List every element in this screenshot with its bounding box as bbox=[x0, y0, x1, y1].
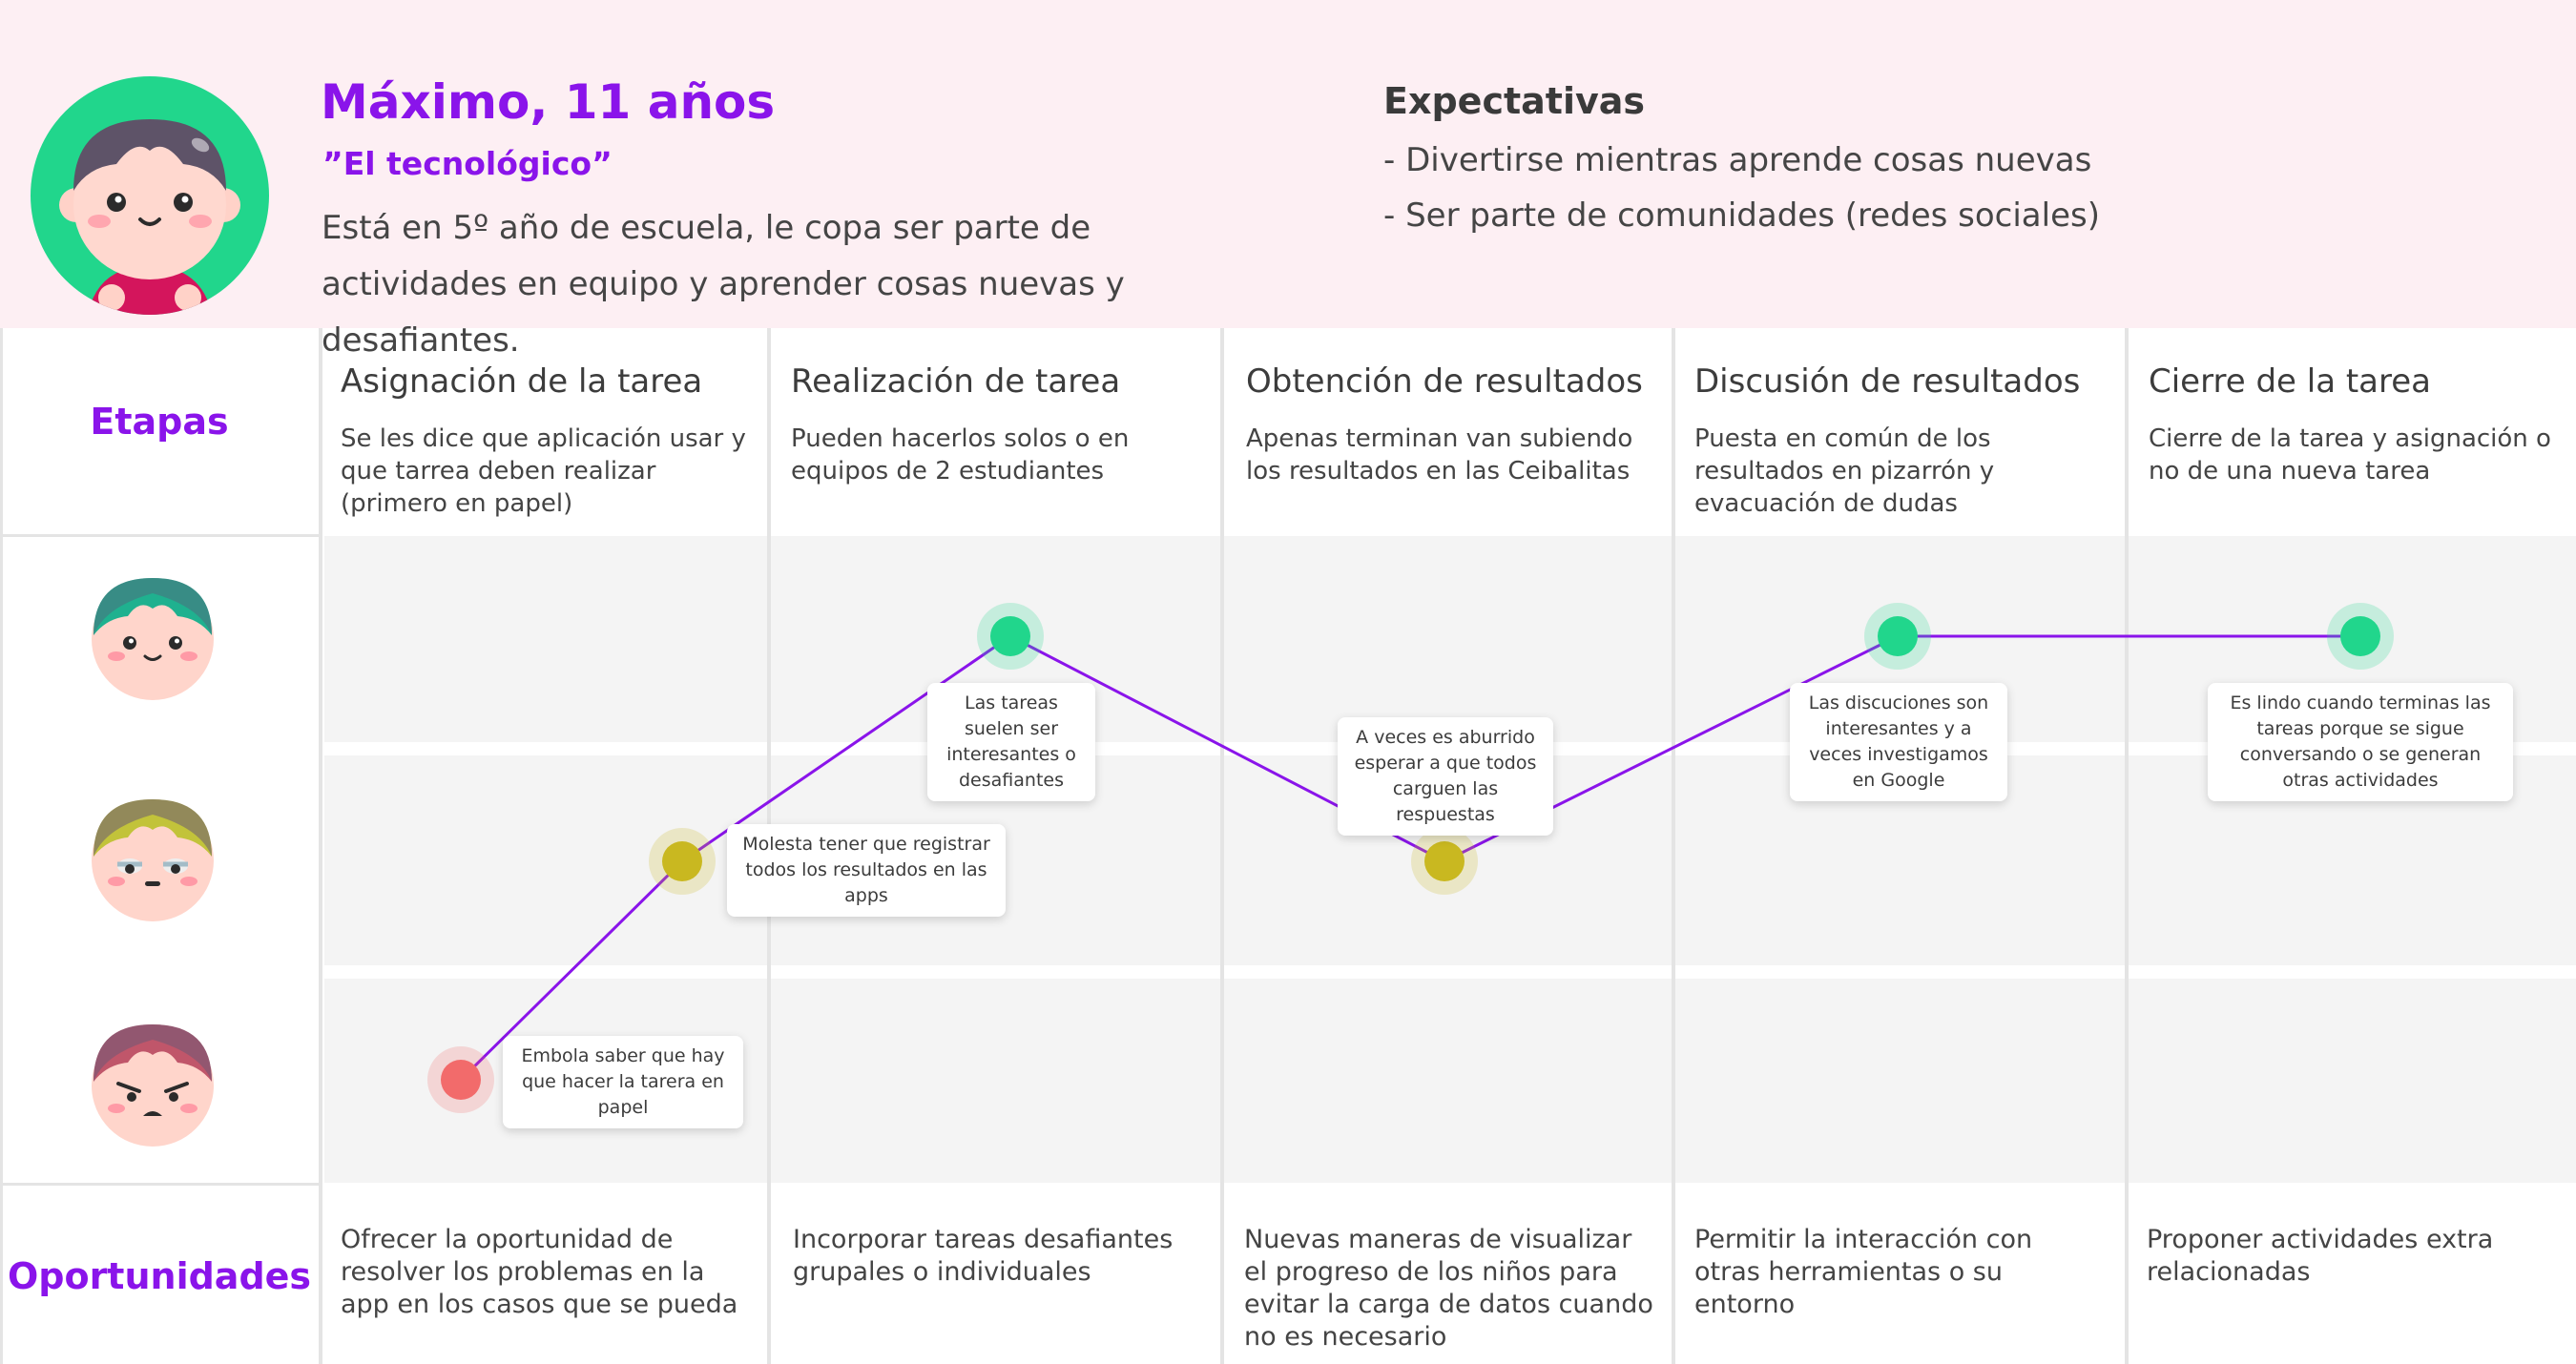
opportunities-row-label: Oportunidades bbox=[7, 1255, 312, 1297]
journey-point bbox=[1878, 616, 1918, 656]
grid-line bbox=[319, 328, 322, 1364]
angry-face-icon bbox=[86, 1015, 219, 1148]
journey-line bbox=[459, 634, 2360, 1082]
persona-description: Está en 5º año de escuela, le copa ser p… bbox=[322, 209, 1125, 360]
persona-header: Máximo, 11 años ”El tecnológico” Está en… bbox=[0, 0, 2576, 360]
stage-description: Se les dice que aplicación usar y que ta… bbox=[341, 424, 746, 518]
grid-line bbox=[1220, 328, 1224, 1364]
grid-line bbox=[0, 534, 321, 537]
stage-title: Cierre de la tarea bbox=[2149, 362, 2431, 401]
grid-line bbox=[1672, 328, 1675, 1364]
stages-row-label: Etapas bbox=[90, 401, 229, 443]
persona-nickname: ”El tecnológico” bbox=[322, 145, 613, 182]
opportunity-text: Proponer actividades extra relacionadas bbox=[2147, 1225, 2494, 1287]
journey-note: Molesta tener que registrar todos los re… bbox=[727, 824, 1006, 917]
expectations-title: Expectativas bbox=[1383, 80, 1645, 122]
journey-note: A veces es aburrido esperar a que todos … bbox=[1338, 717, 1553, 836]
journey-point bbox=[662, 841, 702, 881]
expectation-item: - Divertirse mientras aprende cosas nuev… bbox=[1383, 141, 2092, 179]
journey-note: Es lindo cuando terminas las tareas porq… bbox=[2208, 683, 2513, 801]
journey-point bbox=[2340, 616, 2380, 656]
journey-point bbox=[441, 1060, 481, 1100]
stage-title: Asignación de la tarea bbox=[341, 362, 703, 401]
happy-face-icon bbox=[86, 568, 219, 702]
persona-avatar bbox=[31, 76, 269, 315]
stage-description: Pueden hacerlos solos o en equipos de 2 … bbox=[791, 424, 1130, 486]
opportunity-text: Permitir la interacción con otras herram… bbox=[1694, 1225, 2033, 1319]
expectation-item: - Ser parte de comunidades (redes social… bbox=[1383, 196, 2100, 235]
journey-note: Las discuciones son interesantes y a vec… bbox=[1790, 683, 2007, 801]
stage-title: Obtención de resultados bbox=[1246, 362, 1643, 401]
neutral-face-icon bbox=[86, 790, 219, 923]
grid-line bbox=[0, 1183, 321, 1186]
stage-description: Apenas terminan van subiendo los resulta… bbox=[1246, 424, 1633, 486]
journey-note: Las tareas suelen ser interesantes o des… bbox=[927, 683, 1095, 801]
stage-title: Realización de tarea bbox=[791, 362, 1121, 401]
journey-point bbox=[990, 616, 1030, 656]
opportunity-text: Ofrecer la oportunidad de resolver los p… bbox=[341, 1225, 738, 1319]
stage-description: Cierre de la tarea y asignación o no de … bbox=[2149, 424, 2551, 486]
grid-line bbox=[0, 328, 3, 1364]
opportunity-text: Nuevas maneras de visualizar el progreso… bbox=[1244, 1225, 1653, 1352]
emotion-band-happy bbox=[324, 536, 2576, 742]
journey-point bbox=[1424, 841, 1465, 881]
stage-title: Discusión de resultados bbox=[1694, 362, 2081, 401]
stage-description: Puesta en común de los resultados en piz… bbox=[1694, 424, 1995, 518]
journey-note: Embola saber que hay que hacer la tarera… bbox=[503, 1036, 743, 1128]
kid-avatar-icon bbox=[59, 119, 240, 315]
grid-line bbox=[2125, 328, 2129, 1364]
opportunity-text: Incorporar tareas desafiantes grupales o… bbox=[793, 1225, 1174, 1287]
persona-name: Máximo, 11 años bbox=[321, 74, 776, 130]
